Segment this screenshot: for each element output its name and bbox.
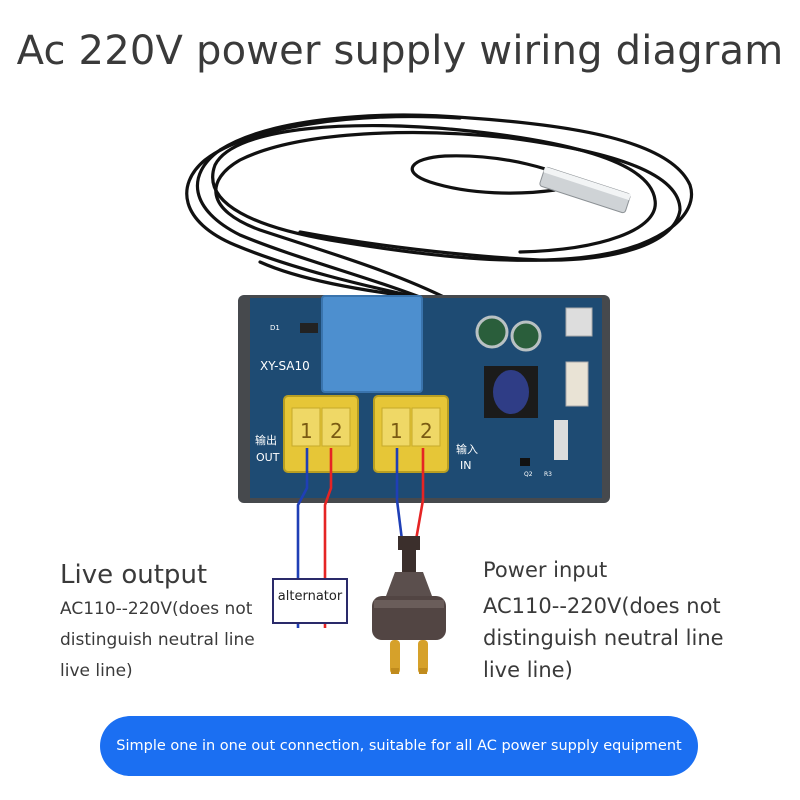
output-wires [296,448,333,628]
power-plug [372,536,446,674]
input-label-cn: 输入 [456,442,478,456]
diode-d1 [300,323,318,333]
output-label-cn: 输出 [255,433,277,447]
power-input-desc: AC110--220V(does not distinguish neutral… [483,594,724,682]
sensor-cable [185,113,694,307]
temperature-probe [539,166,631,214]
label-d1: D1 [270,324,280,332]
output-terminal [283,395,359,473]
live-output-title: Live output [60,560,208,590]
capacitor-1 [475,315,509,349]
alternator-box: alternator [272,578,348,624]
input-label-en: IN [460,459,471,472]
input-terminal-2: 2 [420,419,433,443]
live-output-desc: AC110--220V(does not distinguish neutral… [60,599,255,681]
label-q2: Q2 [524,471,533,478]
power-input-title: Power input [483,558,608,582]
input-terminal-1: 1 [390,419,403,443]
label-r3: R3 [544,471,552,478]
output-terminal-2: 2 [330,419,343,443]
output-terminal-1: 1 [300,419,313,443]
capacitor-2 [510,320,542,352]
page-title: Ac 220V power supply wiring diagram [16,28,784,74]
pin-header [554,420,568,460]
relay [321,295,423,393]
board-model: XY-SA10 [260,359,310,373]
input-terminal [373,395,449,473]
sensor-connector [565,307,593,337]
connector-header [565,361,589,407]
output-label-en: OUT [256,451,280,464]
transistor-q2 [520,458,530,466]
input-wires [395,448,425,541]
footer-banner: Simple one in one out connection, suitab… [100,716,698,776]
